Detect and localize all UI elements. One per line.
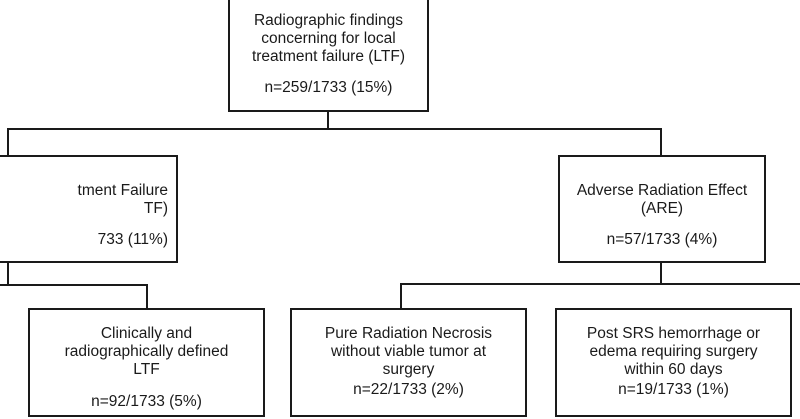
are-node-box: Adverse Radiation Effect (ARE) n=57/1733… xyxy=(558,155,766,263)
connector-ltf-horizontal xyxy=(0,284,148,286)
necrosis-node-line-2: without viable tumor at xyxy=(330,343,487,360)
root-node-box: Radiographic findings concerning for loc… xyxy=(228,0,429,112)
hemorrhage-node-line-1: Post SRS hemorrhage or xyxy=(586,325,761,342)
connector-to-clinical xyxy=(146,284,148,309)
ltf-node-line-2: TF) xyxy=(143,200,168,217)
clinical-node-line-1: Clinically and xyxy=(100,325,193,342)
connector-are-down xyxy=(660,263,662,285)
are-node-line-2: (ARE) xyxy=(640,200,684,217)
root-node-count: n=259/1733 (15%) xyxy=(264,79,393,96)
radiation-necrosis-node-box: Pure Radiation Necrosis without viable t… xyxy=(290,308,527,417)
srs-hemorrhage-node-box: Post SRS hemorrhage or edema requiring s… xyxy=(555,308,792,417)
ltf-node-box: tment Failure TF) 733 (11%) xyxy=(0,155,178,263)
are-node-line-1: Adverse Radiation Effect xyxy=(576,182,748,199)
connector-top-down xyxy=(327,112,329,129)
hemorrhage-node-line-2: edema requiring surgery xyxy=(589,343,758,360)
necrosis-node-count: n=22/1733 (2%) xyxy=(353,381,464,398)
root-node-line-1: Radiographic findings xyxy=(253,12,404,29)
ltf-node-line-1: tment Failure xyxy=(77,182,168,199)
clinical-node-count: n=92/1733 (5%) xyxy=(91,393,202,410)
necrosis-node-line-3: surgery xyxy=(382,361,435,378)
hemorrhage-node-line-3: within 60 days xyxy=(624,361,723,378)
clinical-node-line-2: radiographically defined xyxy=(64,343,229,360)
connector-to-necrosis xyxy=(400,283,402,309)
root-node-line-2: concerning for local xyxy=(261,30,396,47)
connector-level1-horizontal xyxy=(7,128,662,130)
clinical-node-line-3: LTF xyxy=(133,361,160,378)
hemorrhage-node-count: n=19/1733 (1%) xyxy=(618,381,729,398)
are-node-count: n=57/1733 (4%) xyxy=(606,231,718,248)
clinical-ltf-node-box: Clinically and radiographically defined … xyxy=(28,308,265,417)
necrosis-node-line-1: Pure Radiation Necrosis xyxy=(324,325,493,342)
root-node-line-3: treatment failure (LTF) xyxy=(251,48,406,65)
connector-are-horizontal xyxy=(400,283,800,285)
connector-to-are xyxy=(660,128,662,156)
connector-ltf-down xyxy=(7,263,9,286)
connector-to-ltf xyxy=(7,128,9,156)
ltf-node-count: 733 (11%) xyxy=(97,231,168,248)
